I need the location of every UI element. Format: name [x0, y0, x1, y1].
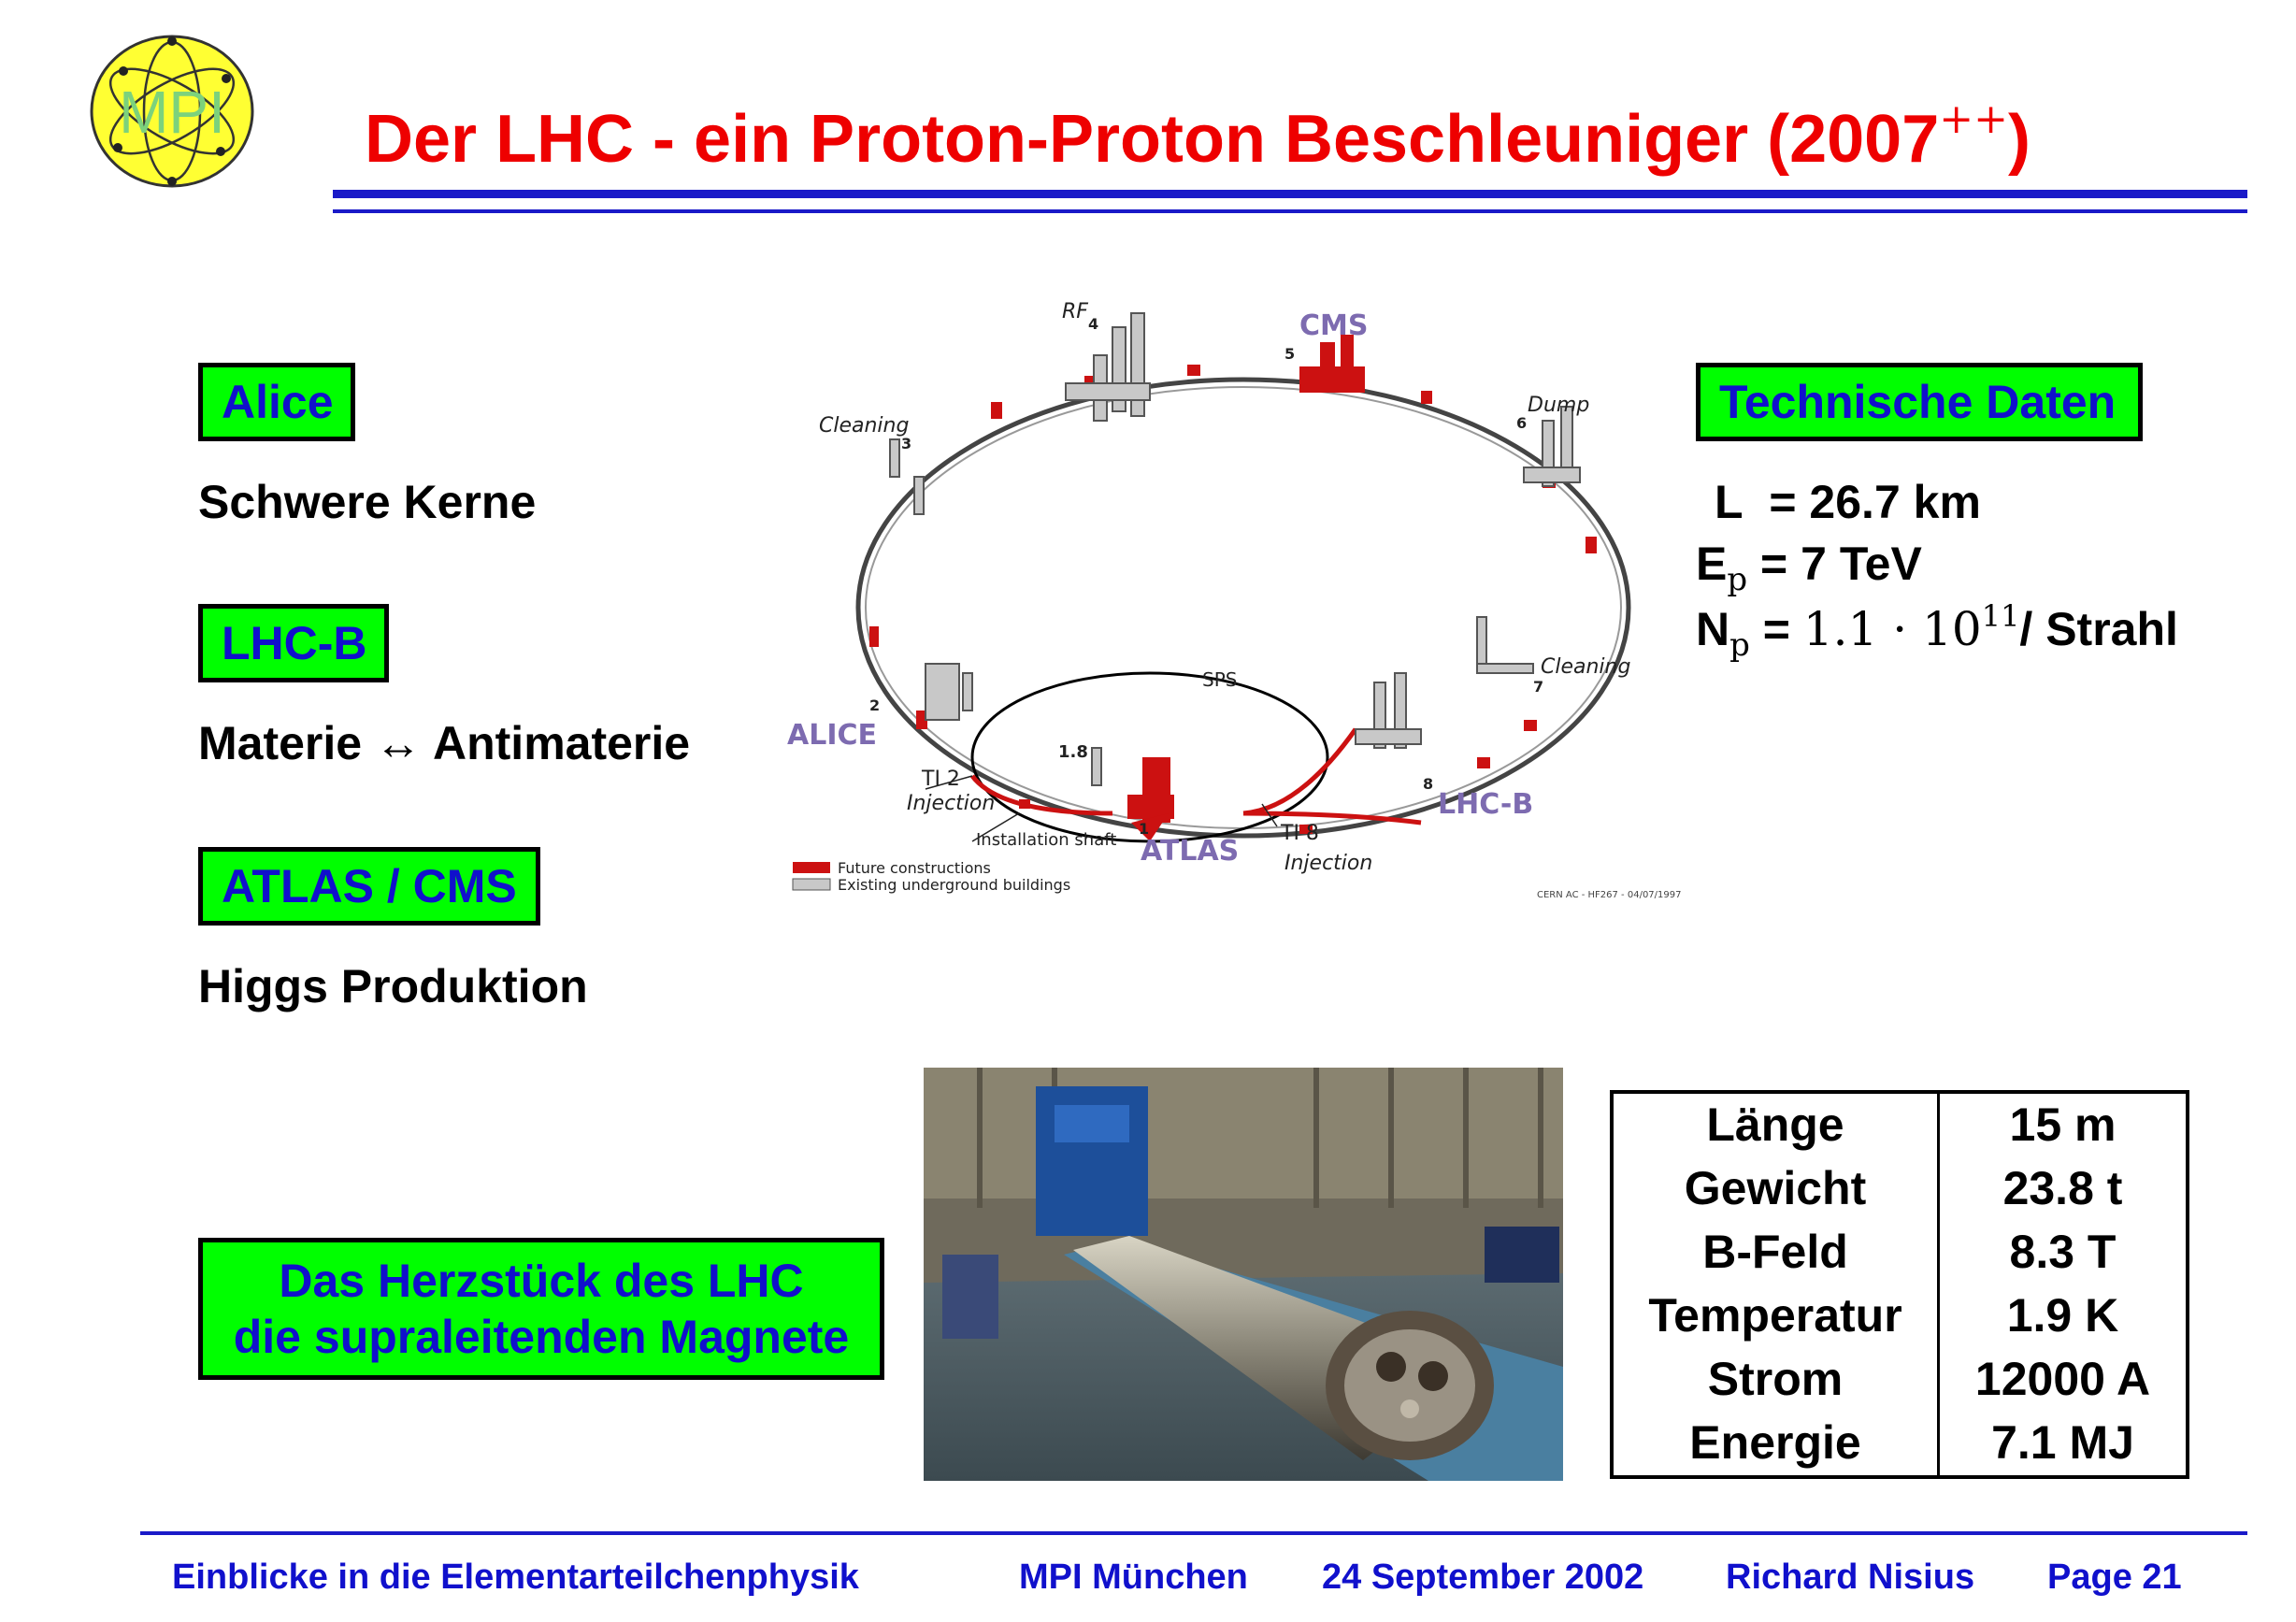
ti8-tunnel [1242, 727, 1358, 816]
sps-label: SPS [1202, 668, 1237, 691]
energy-value: Ep = 7 TeV [1696, 538, 1922, 598]
title-rule [333, 190, 2247, 198]
magnet-line1: Das Herzstück des LHC [279, 1255, 804, 1307]
footer-author: Richard Nisius [1726, 1557, 1975, 1597]
magnet-photo [924, 1068, 1563, 1481]
diagram-credit: CERN AC - HF267 - 04/07/1997 [1537, 890, 1681, 900]
point18-label: 1.8 [1058, 742, 1088, 762]
cleaning3-label: Cleaning [819, 414, 909, 438]
dump-number: 6 [1516, 414, 1527, 432]
legend-existing-swatch [792, 878, 831, 891]
legend-existing-label: Existing underground buildings [838, 876, 1070, 894]
footer-rule [140, 1531, 2247, 1535]
table-divider [1937, 1094, 1940, 1475]
logo-text: MPI [119, 79, 225, 146]
cleaning7-number: 7 [1533, 678, 1543, 696]
alice-label-box: Alice [198, 363, 355, 441]
magnet-line2: die supraleitenden Magnete [233, 1311, 850, 1363]
atlas-cms-description: Higgs Produktion [198, 960, 588, 1012]
ti8-injection-label: Injection [1284, 852, 1372, 875]
lhc-ring [855, 377, 1631, 839]
lhcb-description: Materie ↔ Antimaterie [198, 717, 691, 769]
alice-diagram-label: ALICE [787, 719, 877, 752]
atlas-diagram-label: ATLAS [1141, 835, 1239, 868]
alice-description: Schwere Kerne [198, 476, 537, 528]
cms-diagram-label: CMS [1299, 309, 1368, 342]
mpi-logo: MPI [90, 35, 254, 188]
lhcb-diagram-label: LHC-B [1438, 788, 1533, 821]
ti8-branch [1242, 811, 1422, 825]
legend-future-swatch [793, 862, 830, 873]
length-value: L = 26.7 km [1715, 476, 1981, 528]
lhcb-label-box: LHC-B [198, 604, 389, 682]
technical-data-header: Technische Daten [1696, 363, 2143, 441]
rf-label: RF [1062, 300, 1088, 323]
title-rule-thin [333, 209, 2247, 213]
footer-institute: MPI München [1019, 1557, 1248, 1597]
footer-page: Page 21 [2047, 1557, 2182, 1597]
dump-label: Dump [1528, 394, 1589, 417]
rf-number: 4 [1088, 315, 1098, 333]
cleaning3-number: 3 [901, 435, 911, 452]
alice-number: 2 [869, 696, 880, 714]
legend-future-label: Future constructions [838, 859, 991, 877]
footer-course: Einblicke in die Elementarteilchenphysik [172, 1557, 859, 1597]
lhc-ring-inner [865, 386, 1622, 829]
atlas-cms-label-box: ATLAS / CMS [198, 847, 540, 926]
ti2-label: TI 2 [921, 768, 960, 791]
shaft-label: Installation shaft [976, 830, 1116, 850]
cleaning7-label: Cleaning [1541, 655, 1630, 679]
protons-value: Np = 1.1 · 1011/ Strahl [1696, 598, 2178, 664]
atlas-number: 1 [1139, 820, 1149, 838]
magnet-highlight-box: Das Herzstück des LHC die supraleitenden… [198, 1238, 884, 1380]
ti2-injection-label: Injection [907, 792, 995, 815]
page-title: Der LHC - ein Proton-Proton Beschleunige… [365, 95, 2031, 177]
cms-number: 5 [1284, 345, 1295, 363]
lhcb-number: 8 [1423, 775, 1433, 793]
footer-date: 24 September 2002 [1322, 1557, 1644, 1597]
lhc-ring-diagram: RF 4 Cleaning 3 Dump 6 Cleaning 7 TI 2 I… [787, 300, 1681, 900]
ti8-label: TI 8 [1280, 822, 1319, 845]
